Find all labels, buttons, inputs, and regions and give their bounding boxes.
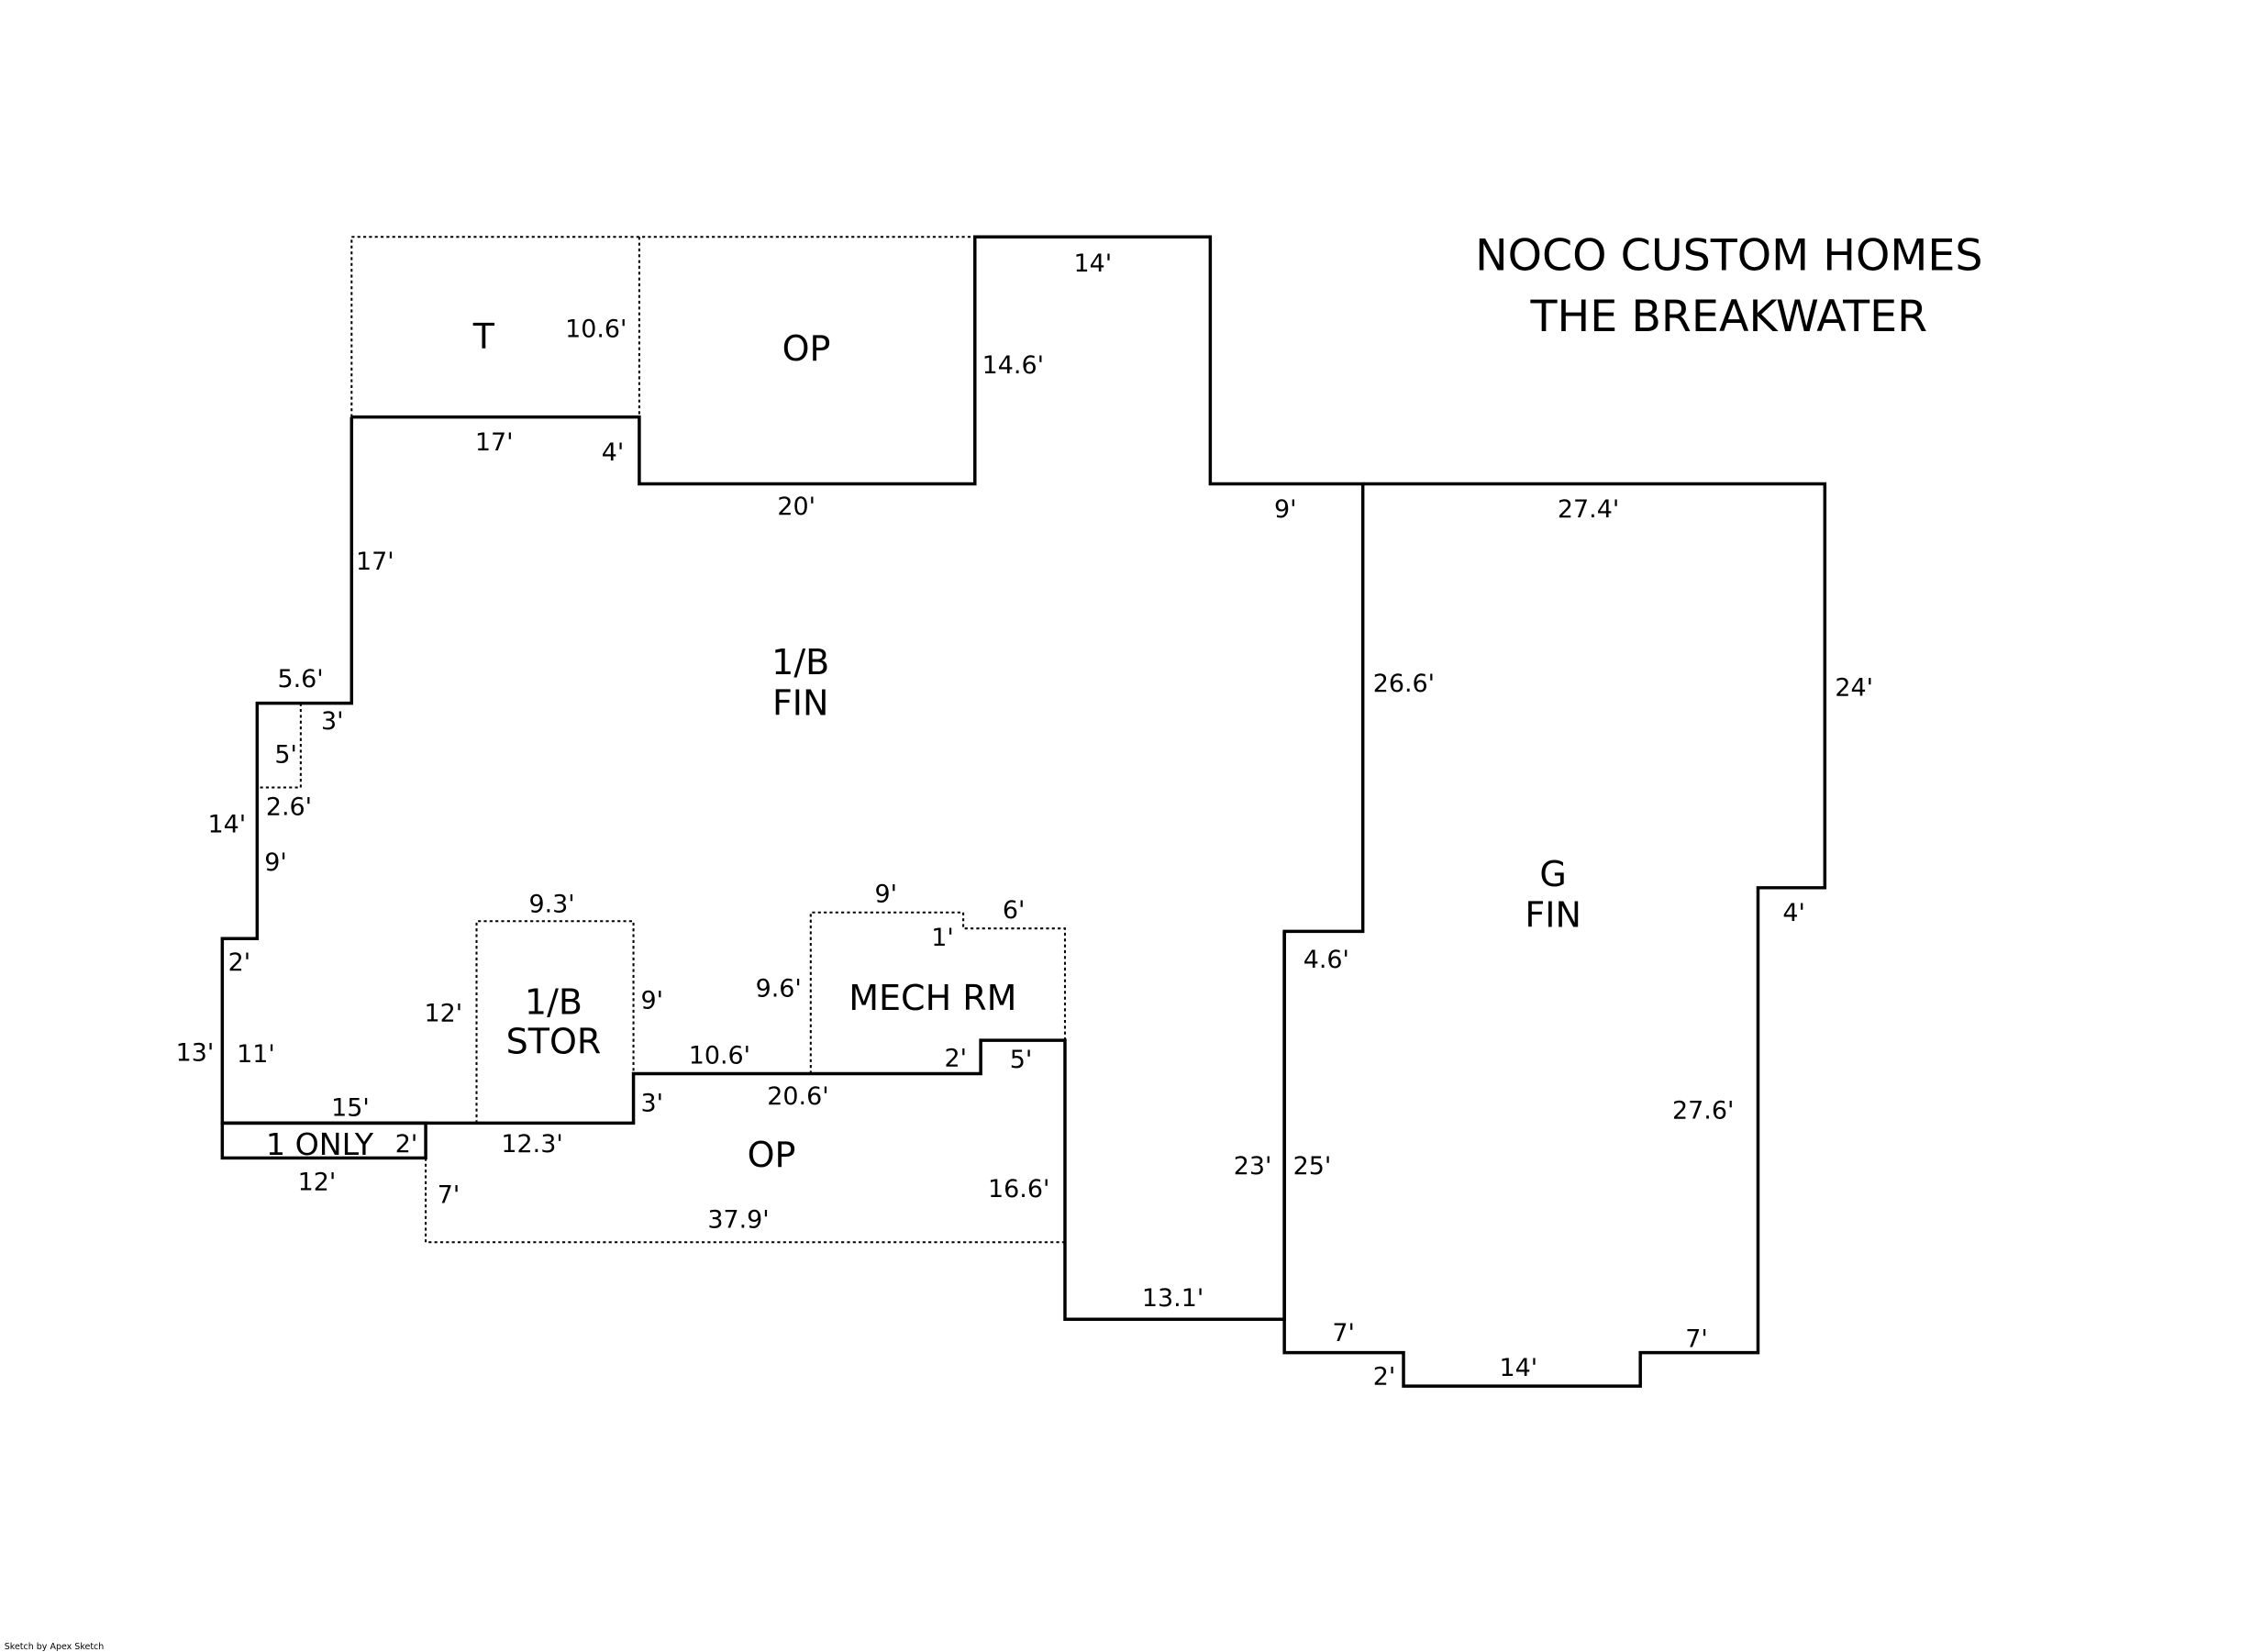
title-line-2: THE BREAKWATER <box>1530 292 1928 342</box>
dim: 12.3' <box>501 1130 562 1159</box>
dim: 9.3' <box>529 891 575 919</box>
dim: 16.6' <box>988 1175 1049 1203</box>
dim: 15' <box>331 1093 370 1122</box>
dim: 11' <box>237 1040 275 1069</box>
op-bottom-outline <box>425 1158 1065 1244</box>
dim: 10.6' <box>565 316 627 344</box>
credit-label: Sketch by Apex Sketch <box>5 1642 105 1652</box>
dim: 7' <box>1332 1319 1355 1347</box>
dim: 2' <box>228 948 251 977</box>
dim: 13' <box>176 1038 215 1067</box>
dim: 12' <box>424 1000 462 1028</box>
dim: 4' <box>1782 899 1805 927</box>
dimension-labels: 14' 10.6' 14.6' 17' 4' 20' 9' 27.4' 17' … <box>176 249 1873 1391</box>
garage-outline <box>1282 482 1827 1388</box>
room-t: T <box>472 316 495 357</box>
dim: 9' <box>874 881 897 909</box>
room-main-2: FIN <box>772 682 829 723</box>
mech-outline <box>809 911 1067 1074</box>
dim: 23' <box>1234 1152 1272 1181</box>
dim: 27.6' <box>1672 1097 1734 1125</box>
dim: 27.4' <box>1558 495 1619 524</box>
room-op-top: OP <box>782 328 831 369</box>
dim: 12' <box>298 1168 337 1196</box>
dim: 7' <box>438 1181 460 1210</box>
t-op-outline <box>350 236 975 417</box>
stor-outline <box>475 920 635 1124</box>
dim: 4' <box>602 438 625 467</box>
room-one-only: 1 ONLY <box>266 1126 374 1162</box>
dim: 14' <box>207 811 246 839</box>
dim: 14' <box>1073 249 1112 278</box>
room-garage-1: G <box>1539 854 1566 894</box>
dim: 5' <box>1010 1046 1033 1074</box>
dim: 2.6' <box>266 793 312 822</box>
dim: 2' <box>945 1045 968 1073</box>
dim: 20.6' <box>767 1082 828 1111</box>
title-line-1: NOCO CUSTOM HOMES <box>1475 231 1982 282</box>
dim: 2' <box>395 1130 418 1159</box>
dim: 3' <box>640 1090 663 1118</box>
dim: 17' <box>475 428 514 457</box>
dim: 26.6' <box>1373 670 1435 698</box>
room-stor-2: STOR <box>506 1021 602 1061</box>
main-level-outline <box>220 235 1365 1321</box>
dim: 9' <box>1274 495 1297 524</box>
dim: 5.6' <box>278 665 324 693</box>
dim: 9' <box>640 986 663 1014</box>
dim: 14.6' <box>982 351 1044 380</box>
dim: 5' <box>274 741 297 770</box>
dim: 20' <box>777 493 815 521</box>
dim: 13.1' <box>1142 1284 1204 1313</box>
room-op-bottom: OP <box>748 1135 796 1175</box>
dim: 3' <box>321 707 344 736</box>
dim: 4.6' <box>1303 946 1349 974</box>
dim: 37.9' <box>707 1205 769 1234</box>
dim: 10.6' <box>689 1041 750 1070</box>
dim: 7' <box>1685 1325 1708 1353</box>
dim: 2' <box>1373 1362 1396 1391</box>
dim: 9' <box>264 848 287 877</box>
dim: 9.6' <box>756 975 802 1003</box>
room-mech: MECH RM <box>849 978 1016 1018</box>
dim: 1' <box>931 924 954 952</box>
dim: 17' <box>356 548 394 576</box>
room-stor-1: 1/B <box>525 982 582 1023</box>
dim: 6' <box>1003 896 1026 925</box>
room-garage-2: FIN <box>1525 895 1581 936</box>
dim: 14' <box>1500 1354 1538 1382</box>
one-only-outline <box>220 1121 427 1160</box>
dim: 24' <box>1835 674 1873 703</box>
room-main-1: 1/B <box>771 642 829 682</box>
small-bump-outline <box>257 703 302 789</box>
dim: 25' <box>1293 1152 1332 1181</box>
